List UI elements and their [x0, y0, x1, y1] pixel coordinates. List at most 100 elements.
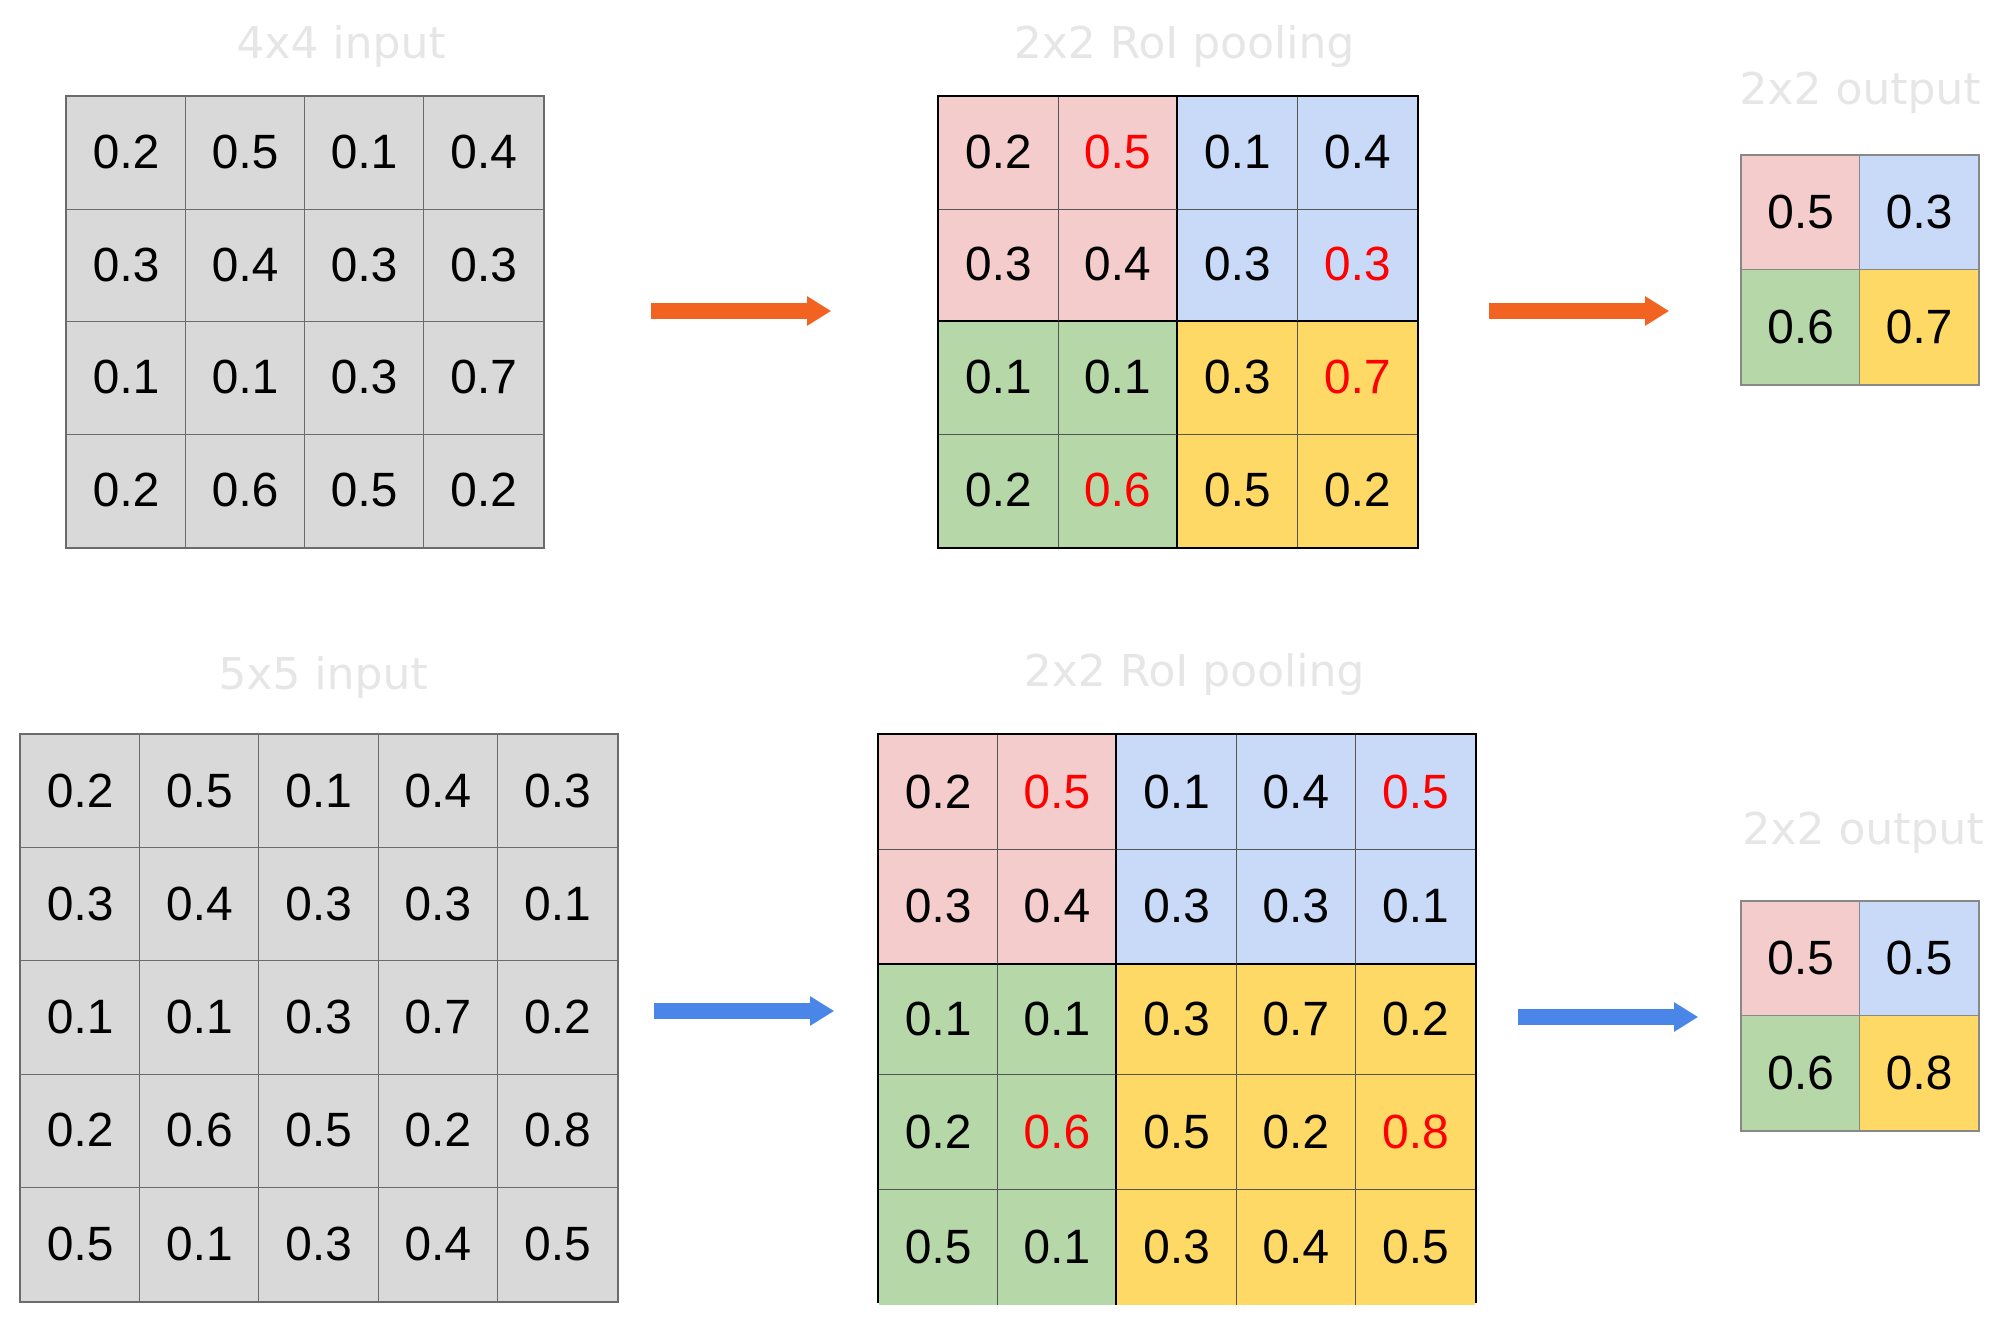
bottom-arrow-1	[654, 996, 834, 1026]
bottom-pool-grid: 0.2 0.5 0.1 0.4 0.5 0.3 0.4 0.3 0.3 0.1 …	[877, 733, 1477, 1305]
pool-cell: 0.4	[1297, 97, 1417, 210]
input-cell: 0.1	[67, 322, 186, 435]
input-cell: 0.3	[424, 209, 543, 322]
input-cell: 0.3	[259, 961, 379, 1075]
input-cell: 0.3	[305, 322, 424, 435]
pool-cell: 0.5	[1355, 1190, 1475, 1305]
input-cell: 0.8	[497, 1074, 617, 1188]
input-cell: 0.7	[378, 961, 498, 1075]
input-cell: 0.2	[67, 434, 186, 547]
output-cell: 0.6	[1742, 1016, 1860, 1130]
output-cell: 0.3	[1860, 156, 1978, 270]
bottom-pool-label: 2x2 RoI pooling	[1023, 646, 1365, 697]
input-cell: 0.1	[140, 1187, 260, 1301]
pool-cell: 0.5	[1178, 434, 1298, 547]
top-arrow-2	[1489, 296, 1669, 326]
input-cell: 0.6	[140, 1074, 260, 1188]
pool-cell: 0.1	[1058, 322, 1178, 435]
pool-cell: 0.2	[1236, 1075, 1356, 1190]
input-cell: 0.3	[305, 209, 424, 322]
top-arrow-1	[651, 296, 831, 326]
input-cell: 0.2	[424, 434, 543, 547]
pool-cell: 0.5	[1117, 1075, 1237, 1190]
output-cell: 0.5	[1860, 902, 1978, 1016]
pool-cell: 0.3	[879, 850, 999, 965]
output-cell: 0.6	[1742, 270, 1860, 384]
pool-cell: 0.2	[879, 735, 999, 850]
pool-cell: 0.3	[1117, 1190, 1237, 1305]
pool-cell: 0.1	[1355, 850, 1475, 965]
input-cell: 0.1	[305, 97, 424, 210]
input-cell: 0.1	[259, 735, 379, 849]
pool-cell: 0.4	[1058, 209, 1178, 322]
pool-cell: 0.3	[1117, 965, 1237, 1075]
pool-cell-max: 0.6	[998, 1075, 1118, 1190]
pool-cell: 0.2	[879, 1075, 999, 1190]
top-pool-grid: 0.2 0.5 0.1 0.4 0.3 0.4 0.3 0.3 0.1 0.1 …	[937, 95, 1419, 549]
input-cell: 0.3	[259, 848, 379, 962]
input-cell: 0.5	[186, 97, 305, 210]
pool-cell: 0.1	[1117, 735, 1237, 850]
pool-cell-max: 0.7	[1297, 322, 1417, 435]
input-cell: 0.2	[67, 97, 186, 210]
input-cell: 0.2	[21, 1074, 141, 1188]
pool-cell: 0.3	[939, 209, 1059, 322]
input-cell: 0.7	[424, 322, 543, 435]
pool-cell-max: 0.5	[998, 735, 1118, 850]
pool-cell: 0.4	[998, 850, 1118, 965]
top-input-grid: 0.2 0.5 0.1 0.4 0.3 0.4 0.3 0.3 0.1 0.1 …	[65, 95, 545, 549]
input-cell: 0.2	[21, 735, 141, 849]
input-cell: 0.1	[497, 848, 617, 962]
input-cell: 0.4	[378, 1187, 498, 1301]
pool-cell-max: 0.3	[1297, 209, 1417, 322]
input-cell: 0.3	[259, 1187, 379, 1301]
pool-cell-max: 0.6	[1058, 434, 1178, 547]
input-cell: 0.3	[497, 735, 617, 849]
pool-cell: 0.2	[1297, 434, 1417, 547]
input-cell: 0.5	[21, 1187, 141, 1301]
pool-cell-max: 0.8	[1355, 1075, 1475, 1190]
pool-cell-max: 0.5	[1058, 97, 1178, 210]
input-cell: 0.3	[21, 848, 141, 962]
pool-cell: 0.2	[939, 434, 1059, 547]
input-cell: 0.4	[378, 735, 498, 849]
output-cell: 0.5	[1742, 156, 1860, 270]
pool-cell: 0.4	[1236, 735, 1356, 850]
input-cell: 0.1	[21, 961, 141, 1075]
input-cell: 0.2	[378, 1074, 498, 1188]
output-cell: 0.8	[1860, 1016, 1978, 1130]
input-cell: 0.4	[140, 848, 260, 962]
pool-cell: 0.2	[939, 97, 1059, 210]
pool-cell: 0.4	[1236, 1190, 1356, 1305]
input-cell: 0.5	[305, 434, 424, 547]
pool-cell: 0.7	[1236, 965, 1356, 1075]
input-cell: 0.6	[186, 434, 305, 547]
input-cell: 0.5	[140, 735, 260, 849]
pool-cell: 0.1	[998, 1190, 1118, 1305]
bottom-output-grid: 0.5 0.5 0.6 0.8	[1740, 900, 1980, 1132]
top-input-label: 4x4 input	[236, 18, 446, 69]
pool-cell: 0.1	[998, 965, 1118, 1075]
input-cell: 0.1	[186, 322, 305, 435]
pool-cell: 0.1	[1178, 97, 1298, 210]
input-cell: 0.5	[497, 1187, 617, 1301]
pool-cell: 0.3	[1178, 322, 1298, 435]
input-cell: 0.5	[259, 1074, 379, 1188]
top-pool-label: 2x2 RoI pooling	[1013, 18, 1355, 69]
bottom-arrow-2	[1518, 1002, 1698, 1032]
pool-cell: 0.2	[1355, 965, 1475, 1075]
input-cell: 0.1	[140, 961, 260, 1075]
bottom-input-grid: 0.2 0.5 0.1 0.4 0.3 0.3 0.4 0.3 0.3 0.1 …	[19, 733, 619, 1303]
bottom-input-label: 5x5 input	[218, 649, 428, 700]
top-output-label: 2x2 output	[1739, 64, 1981, 115]
pool-cell: 0.1	[879, 965, 999, 1075]
pool-cell: 0.3	[1236, 850, 1356, 965]
input-cell: 0.4	[424, 97, 543, 210]
pool-cell: 0.1	[939, 322, 1059, 435]
pool-cell: 0.3	[1178, 209, 1298, 322]
output-cell: 0.5	[1742, 902, 1860, 1016]
pool-cell-max: 0.5	[1355, 735, 1475, 850]
input-cell: 0.3	[378, 848, 498, 962]
input-cell: 0.2	[497, 961, 617, 1075]
input-cell: 0.4	[186, 209, 305, 322]
